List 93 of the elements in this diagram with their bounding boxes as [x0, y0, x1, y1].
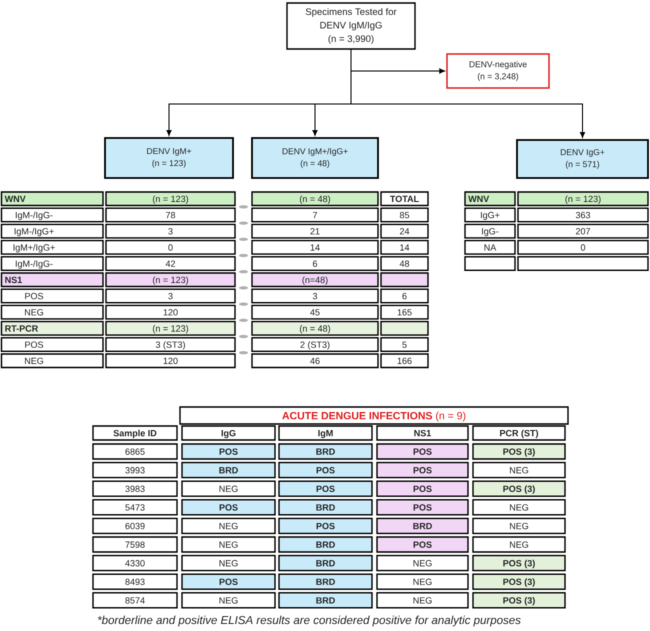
table-cell: POS: [376, 499, 469, 516]
header-cell: WNV: [0, 191, 104, 206]
table-cell: POS: [181, 499, 276, 516]
table-cell: 120: [105, 304, 236, 320]
table-cell: POS (3): [472, 592, 566, 608]
table-cell: POS: [0, 337, 104, 352]
header-cell: WNV: [464, 191, 516, 206]
table-cell: POS: [278, 462, 373, 478]
table-cell: NEG: [181, 536, 276, 553]
table-cell: NEG: [472, 536, 566, 553]
table-cell: POS: [0, 288, 104, 304]
footnote: *borderline and positive ELISA results are considered positive for analytic purposes: [98, 616, 521, 626]
table-cell: 3983: [92, 480, 178, 497]
group-box: DENV IgM+ (n = 123): [104, 137, 234, 179]
table-cell: IgM+/IgG+: [0, 240, 104, 255]
table-cell: 8493: [92, 574, 178, 590]
table-cell: POS: [376, 480, 469, 497]
table-cell: BRD: [278, 536, 373, 553]
table-cell: NEG: [181, 518, 276, 534]
table-cell: BRD: [278, 592, 373, 608]
header-cell: PCR (ST): [472, 425, 566, 441]
group-box: DENV IgM+/IgG+ (n = 48): [251, 137, 379, 179]
header-cell: TOTAL: [380, 191, 429, 206]
table-cell: NEG: [181, 554, 276, 572]
table-cell: IgG+: [464, 208, 516, 222]
table-cell: NEG: [472, 518, 566, 534]
table-cell: 24: [380, 224, 429, 239]
table-cell: NEG: [472, 499, 566, 516]
header-cell: RT-PCR: [0, 320, 104, 336]
table-cell: 4330: [92, 554, 178, 572]
table-cell: POS: [181, 443, 276, 460]
table-cell: NA: [464, 240, 516, 255]
table-cell: NEG: [181, 592, 276, 608]
header-cell: (n = 123): [105, 320, 236, 336]
header-cell: Sample ID: [92, 425, 178, 441]
table-cell: POS: [278, 518, 373, 534]
header-cell: NS1: [0, 272, 104, 288]
table-cell: BRD: [278, 443, 373, 460]
table-cell: 8574: [92, 592, 178, 608]
table-cell: POS: [278, 480, 373, 497]
table-cell: 85: [380, 208, 429, 222]
table-cell: BRD: [278, 499, 373, 516]
table-cell: IgM-/IgG+: [0, 224, 104, 239]
flow-box: Specimens Tested for DENV IgM/IgG (n = 3,990): [286, 2, 416, 50]
arrow: [350, 49, 586, 138]
table-cell: POS: [181, 574, 276, 590]
group-box: DENV IgG+ (n = 571): [516, 139, 649, 179]
table-cell: IgM-/IgG-: [0, 256, 104, 271]
flow-box: DENV-negative (n = 3,248): [446, 53, 550, 89]
table-cell: NEG: [0, 353, 104, 368]
header-cell: (n = 123): [105, 272, 236, 288]
table-cell: 5473: [92, 499, 178, 516]
header-cell: (n = 123): [105, 191, 236, 206]
table-cell: 3 (ST3): [105, 337, 236, 352]
table-cell: POS (3): [472, 443, 566, 460]
table-cell: 166: [380, 353, 429, 368]
header-cell: IgM: [278, 425, 373, 441]
table-cell: 6: [380, 288, 429, 304]
header-cell: (n = 48): [251, 191, 379, 206]
table-cell: BRD: [181, 462, 276, 478]
table-cell: NEG: [181, 480, 276, 497]
table-cell: 6039: [92, 518, 178, 534]
table-cell: POS: [376, 462, 469, 478]
table-cell: 5: [380, 337, 429, 352]
table-cell: POS: [376, 536, 469, 553]
table-cell: 120: [105, 353, 236, 368]
table-cell: 6865: [92, 443, 178, 460]
table-cell: POS: [376, 443, 469, 460]
table-cell: NEG: [376, 574, 469, 590]
table-cell: 3: [105, 224, 236, 239]
table-cell: NEG: [376, 592, 469, 608]
table-cell: BRD: [278, 554, 373, 572]
table-cell: 78: [105, 208, 236, 222]
table-cell: POS (3): [472, 574, 566, 590]
table-cell: 0: [105, 240, 236, 255]
table-cell: 165: [380, 304, 429, 320]
table-cell: BRD: [278, 574, 373, 590]
table-cell: 14: [380, 240, 429, 255]
table-cell: POS (3): [472, 480, 566, 497]
table-cell: BRD: [376, 518, 469, 534]
table-cell: NEG: [472, 462, 566, 478]
table-cell: 3: [105, 288, 236, 304]
table-cell: NEG: [0, 304, 104, 320]
header-cell: IgG: [181, 425, 276, 441]
header-cell: NS1: [376, 425, 469, 441]
table-cell: POS (3): [472, 554, 566, 572]
table-cell: 3993: [92, 462, 178, 478]
table-cell: 7598: [92, 536, 178, 553]
table-cell: IgG-: [464, 224, 516, 239]
table-cell: 48: [380, 256, 429, 271]
table-cell: NEG: [376, 554, 469, 572]
table-cell: 42: [105, 256, 236, 271]
table-cell: IgM-/IgG-: [0, 208, 104, 222]
